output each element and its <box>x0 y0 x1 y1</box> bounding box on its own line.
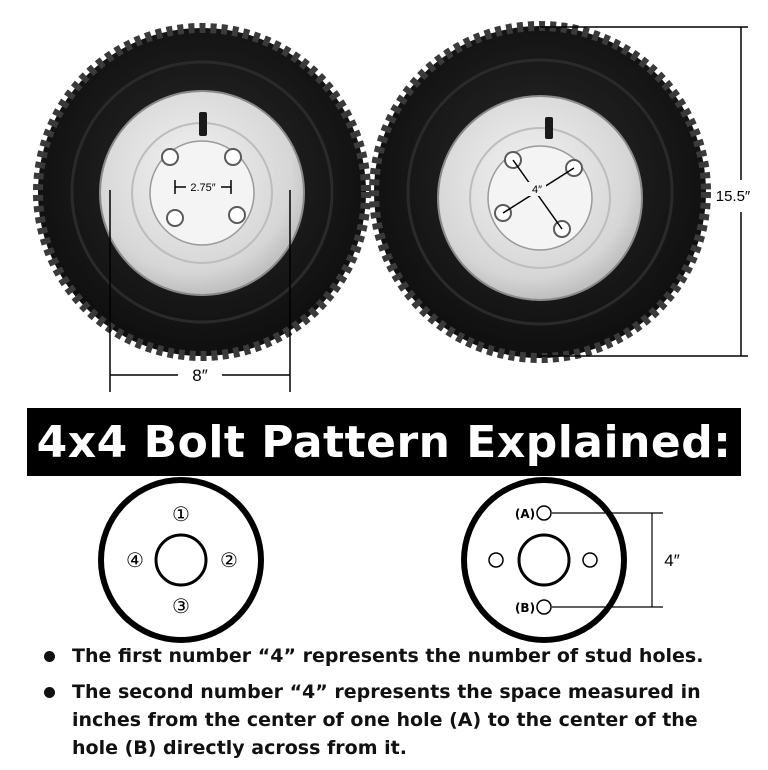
measurement-label: 4″ <box>664 551 679 570</box>
bullet-icon <box>44 687 55 698</box>
hole-spacing-dimension: 2.75″ <box>174 180 232 194</box>
banner-title: 4x4 Bolt Pattern Explained: <box>27 408 741 476</box>
hole-number-4: ④ <box>126 548 144 572</box>
hole-a <box>536 505 552 521</box>
measurement-diagram: (A) (B) 4″ <box>461 477 680 643</box>
bullet-text: The second number “4” represents the spa… <box>72 681 701 759</box>
rim-width-dimension <box>109 190 291 392</box>
tire-height-label: 15.5″ <box>716 188 751 205</box>
measurement-center-bore <box>517 533 571 587</box>
measurement-outer-ring <box>461 477 627 643</box>
hole-number-2: ② <box>220 548 238 572</box>
bullet-icon <box>44 651 55 662</box>
hole-a-label: (A) <box>515 507 535 521</box>
hole-number-3: ③ <box>172 594 190 618</box>
left-stud-holes <box>161 148 246 227</box>
diagonal-label: 4″ <box>532 184 542 196</box>
numbering-diagram: ① ② ③ ④ <box>98 477 264 643</box>
explanation-list: The first number “4” represents the numb… <box>40 642 740 770</box>
right-valve-stem <box>545 117 553 139</box>
hole-b-label: (B) <box>515 601 535 615</box>
hole-spacing-label: 2.75″ <box>190 182 215 194</box>
hole-right <box>582 552 598 568</box>
numbering-center-bore <box>154 533 208 587</box>
left-wheel: 2.75″ <box>33 23 371 361</box>
list-item: The first number “4” represents the numb… <box>40 642 740 670</box>
numbering-outer-ring <box>98 477 264 643</box>
hole-b <box>536 599 552 615</box>
left-valve-stem <box>199 112 207 136</box>
right-wheel: 4″ <box>369 21 711 363</box>
tire-height-dimension <box>540 26 748 357</box>
hole-left <box>488 552 504 568</box>
list-item: The second number “4” represents the spa… <box>40 678 740 762</box>
bullet-text: The first number “4” represents the numb… <box>72 645 704 667</box>
rim-width-label: 8″ <box>192 366 207 385</box>
hole-number-1: ① <box>172 502 190 526</box>
